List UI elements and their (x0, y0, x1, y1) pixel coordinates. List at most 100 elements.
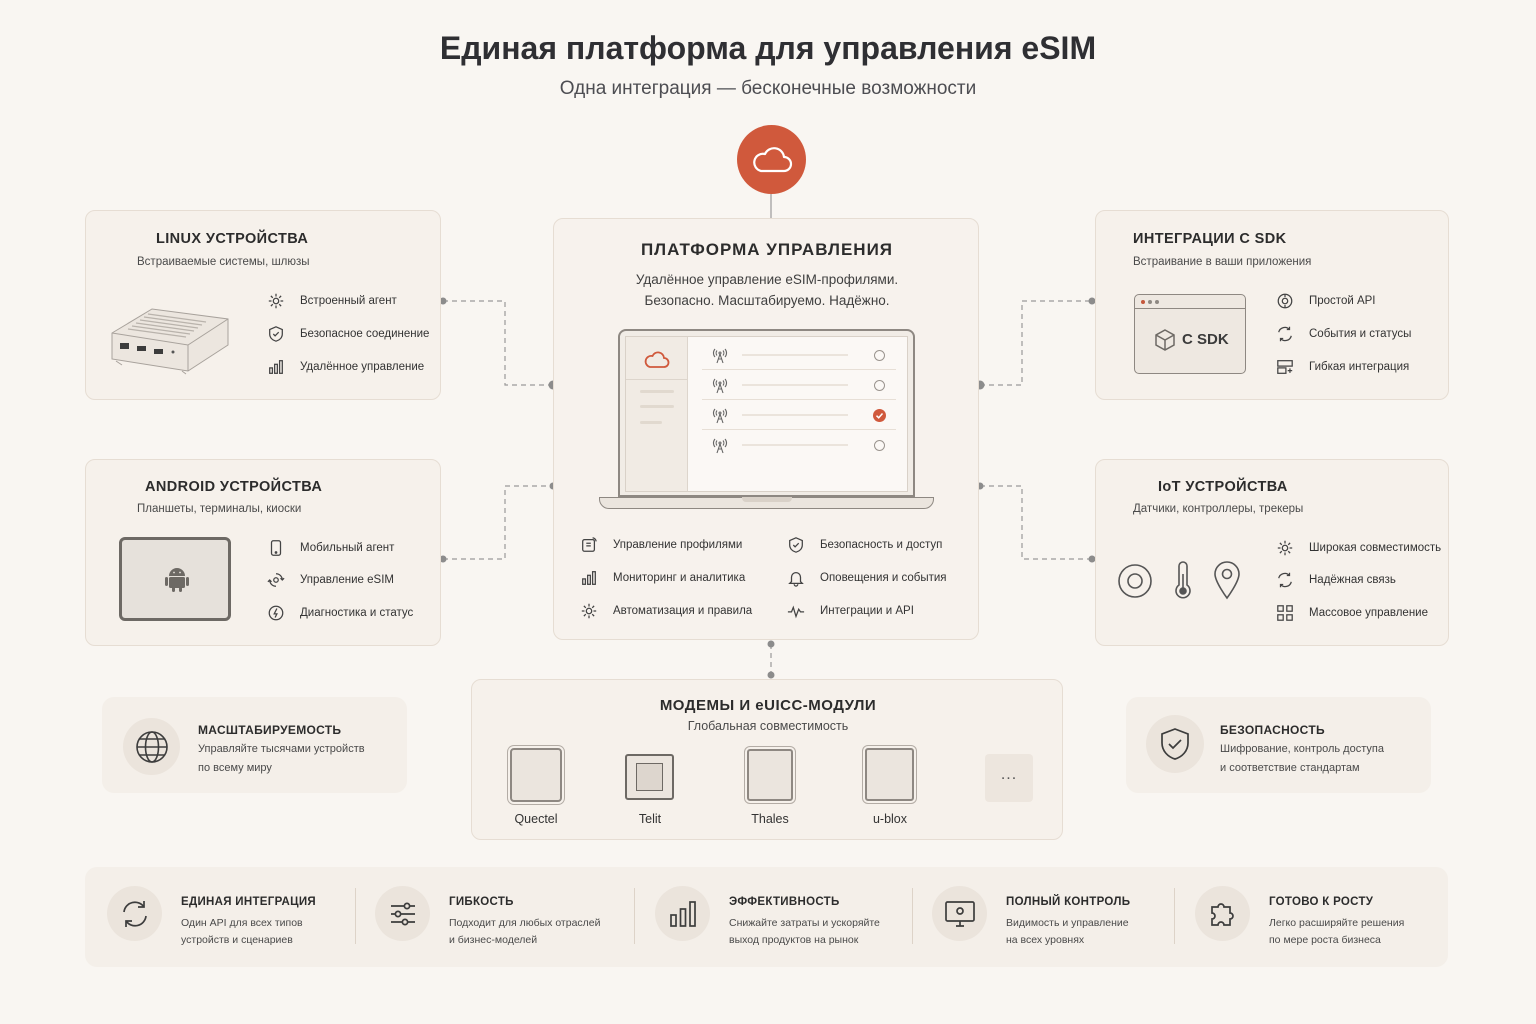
diagnostic-icon (266, 603, 286, 623)
benefit-text: Один API для всех типов устройств и сцена… (181, 915, 371, 949)
benefit-title: ПОЛНЫЙ КОНТРОЛЬ (1006, 896, 1131, 908)
globe-icon (123, 718, 180, 775)
events-icon (1275, 324, 1295, 344)
android-card-title: ANDROID УСТРОЙСТВА (145, 479, 323, 495)
feature-label: Безопасность и доступ (820, 539, 943, 551)
platform-desc-line1: Удалённое управление eSIM-профилями. (635, 272, 899, 287)
platform-title: ПЛАТФОРМА УПРАВЛЕНИЯ (640, 240, 894, 259)
sdk-window: C SDK (1134, 294, 1246, 374)
vendor-quectel: Quectel (514, 812, 558, 826)
shield-icon (1146, 715, 1204, 773)
modems-card: МОДЕМЫ И eUICC-МОДУЛИ Глобальная совмест… (471, 679, 1063, 840)
vendor-thales: Thales (751, 812, 789, 826)
gear-icon (579, 601, 599, 621)
benefit-text: Снижайте затраты и ускоряйте выход продук… (729, 915, 919, 949)
feature-label: События и статусы (1309, 328, 1412, 340)
modems-subtitle: Глобальная совместимость (687, 719, 849, 733)
profile-row[interactable] (702, 430, 896, 460)
feature-label: Встроенный агент (300, 295, 397, 307)
feature-label: Простой API (1309, 295, 1376, 307)
phone-icon (266, 538, 286, 558)
tablet-icon (119, 537, 231, 621)
bar-chart-icon (579, 568, 599, 588)
check-icon (873, 409, 886, 422)
benefit-line: Один API для всех типов (181, 917, 303, 929)
iot-feature-compat: Широкая совместимость (1275, 538, 1441, 558)
feature-label: Мониторинг и аналитика (613, 572, 746, 584)
benefit-separator (634, 888, 635, 944)
chip-quectel-icon (510, 748, 562, 802)
thermometer-icon (1175, 561, 1191, 599)
iot-feature-mass: Массовое управление (1275, 603, 1428, 623)
benefit-line: Снижайте затраты и ускоряйте (729, 917, 880, 929)
location-pin-icon (1214, 561, 1240, 600)
benefit-title: ГОТОВО К РОСТУ (1269, 896, 1374, 908)
modems-title: МОДЕМЫ И eUICC-МОДУЛИ (659, 697, 877, 714)
security-title: БЕЗОПАСНОСТЬ (1220, 723, 1325, 737)
feature-label: Широкая совместимость (1309, 542, 1442, 554)
benefit-line: выход продуктов на рынок (729, 934, 859, 946)
iot-devices-card: IoT УСТРОЙСТВА Датчики, контроллеры, тре… (1095, 459, 1449, 646)
feature-label: Оповещения и события (820, 572, 947, 584)
android-devices-card: ANDROID УСТРОЙСТВА Планшеты, терминалы, … (85, 459, 441, 646)
benefit-line: на всех уровнях (1006, 934, 1085, 946)
bar-chart-icon (266, 357, 286, 377)
pulse-icon (786, 601, 806, 621)
sensor-icon (1118, 564, 1152, 598)
page-title: Единая платформа для управления eSIM (439, 30, 1097, 66)
profile-row[interactable] (702, 370, 896, 400)
compat-icon (1275, 538, 1295, 558)
benefit-separator (912, 888, 913, 944)
android-feature-diag: Диагностика и статус (266, 603, 413, 623)
app-sidebar (626, 337, 688, 491)
sdk-card-title: ИНТЕГРАЦИИ С SDK (1133, 231, 1287, 247)
bar-chart-icon (655, 886, 710, 941)
sdk-window-label: C SDK (1182, 331, 1229, 348)
security-line2: и соответствие стандартам (1220, 762, 1360, 774)
feature-label: Мобильный агент (300, 542, 395, 554)
profile-row[interactable] (702, 340, 896, 370)
benefit-separator (355, 888, 356, 944)
linux-card-subtitle: Встраиваемые системы, шлюзы (137, 256, 310, 268)
feature-label: Диагностика и статус (300, 607, 414, 619)
feature-label: Интеграции и API (820, 605, 914, 617)
sdk-feature-flexible: Гибкая интеграция (1275, 357, 1409, 377)
chip-telit-icon (625, 754, 674, 800)
linux-card-title: LINUX УСТРОЙСТВА (156, 231, 309, 247)
benefit-separator (1174, 888, 1175, 944)
api-icon (1275, 291, 1295, 311)
sdk-integrations-card: ИНТЕГРАЦИИ С SDK Встраивание в ваши прил… (1095, 210, 1449, 400)
shield-icon (786, 535, 806, 555)
feature-label: Удалённое управление (300, 361, 425, 373)
more-vendors-button[interactable]: ... (985, 754, 1033, 802)
gear-sync-icon (266, 570, 286, 590)
sliders-icon (375, 886, 430, 941)
platform-desc-line2: Безопасно. Масштабируемо. Надёжно. (644, 293, 890, 308)
platform-card: ПЛАТФОРМА УПРАВЛЕНИЯ Удалённое управлени… (553, 218, 979, 640)
linux-feature-remote: Удалённое управление (266, 357, 424, 377)
benefit-line: устройств и сценариев (181, 934, 293, 946)
puzzle-icon (1195, 886, 1250, 941)
gear-icon (266, 291, 286, 311)
vendor-telit: Telit (638, 812, 662, 826)
mass-icon (1275, 603, 1295, 623)
antenna-icon (712, 378, 728, 394)
android-icon (165, 568, 189, 592)
benefit-line: Легко расширяйте решения (1269, 917, 1405, 929)
profile-row-selected[interactable] (702, 400, 896, 430)
monitor-icon (932, 886, 987, 941)
android-feature-esim: Управление eSIM (266, 570, 394, 590)
android-feature-agent: Мобильный агент (266, 538, 394, 558)
linux-feature-secure: Безопасное соединение (266, 324, 429, 344)
platform-feature-alerts: Оповещения и события (786, 568, 947, 588)
feature-label: Надёжная связь (1309, 574, 1396, 586)
benefit-line: по мере роста бизнеса (1269, 934, 1381, 946)
benefit-text: Легко расширяйте решения по мере роста би… (1269, 915, 1459, 949)
iot-card-subtitle: Датчики, контроллеры, трекеры (1133, 503, 1304, 515)
scalability-line1: Управляйте тысячами устройств (198, 743, 365, 755)
iot-feature-reliable: Надёжная связь (1275, 570, 1396, 590)
shield-icon (266, 324, 286, 344)
benefit-title: ЭФФЕКТИВНОСТЬ (729, 896, 840, 908)
feature-label: Управление профилями (613, 539, 743, 551)
